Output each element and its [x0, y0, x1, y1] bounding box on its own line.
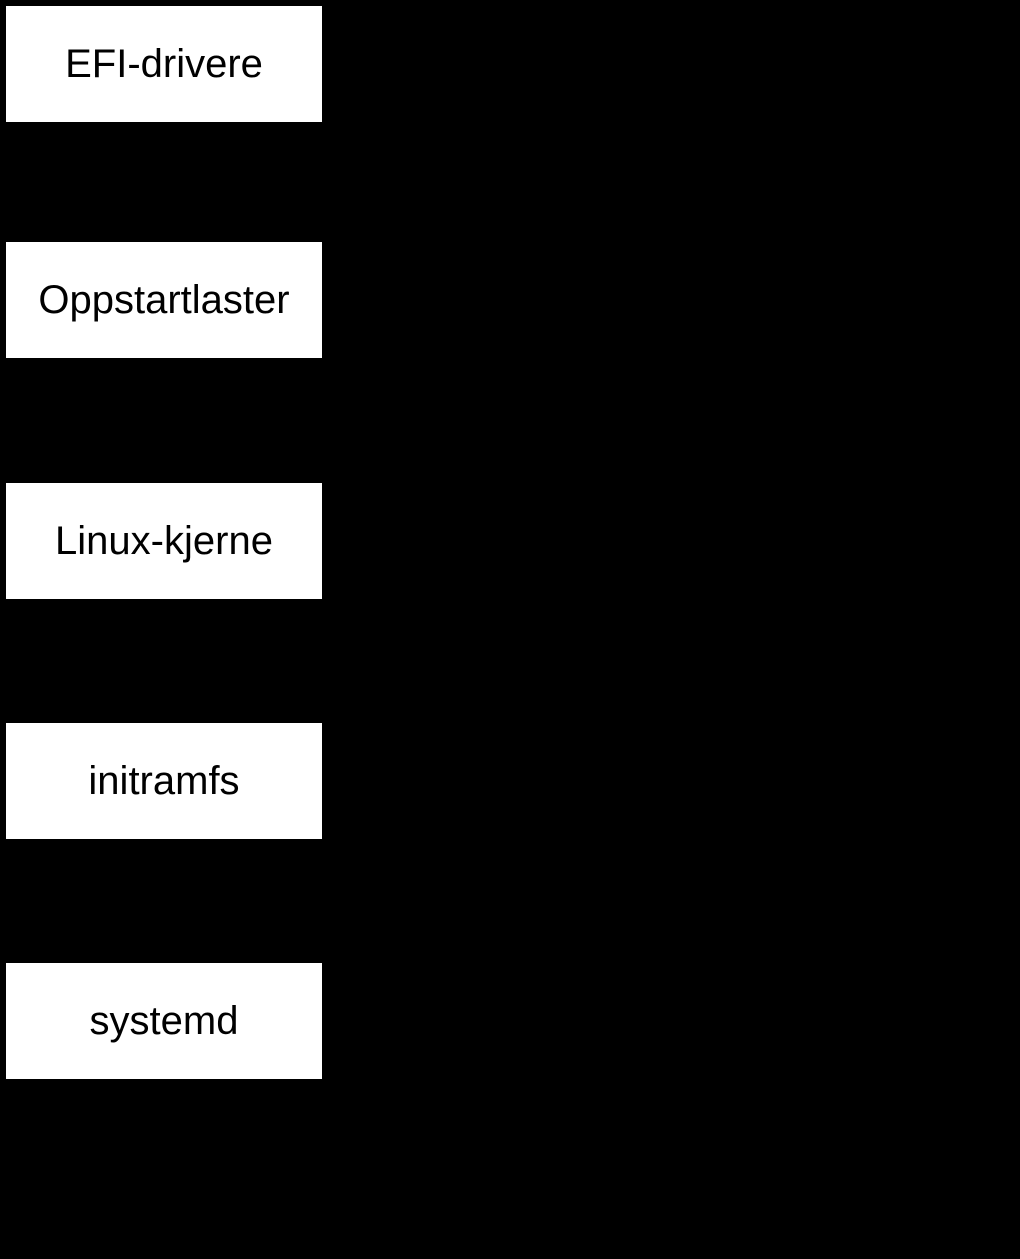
- stage-box-oppstartlaster[interactable]: Oppstartlaster: [6, 242, 322, 358]
- stage-label: initramfs: [88, 759, 240, 803]
- stage-box-initramfs[interactable]: initramfs: [6, 723, 322, 839]
- stage-box-linux-kjerne[interactable]: Linux-kjerne: [6, 483, 322, 599]
- stage-box-systemd[interactable]: systemd: [6, 963, 322, 1079]
- stage-label: Oppstartlaster: [38, 278, 290, 322]
- stage-label: EFI-drivere: [65, 42, 263, 86]
- stage-box-efi-drivere[interactable]: EFI-drivere: [6, 6, 322, 122]
- stage-label: Linux-kjerne: [55, 519, 273, 563]
- stage-label: systemd: [89, 999, 239, 1043]
